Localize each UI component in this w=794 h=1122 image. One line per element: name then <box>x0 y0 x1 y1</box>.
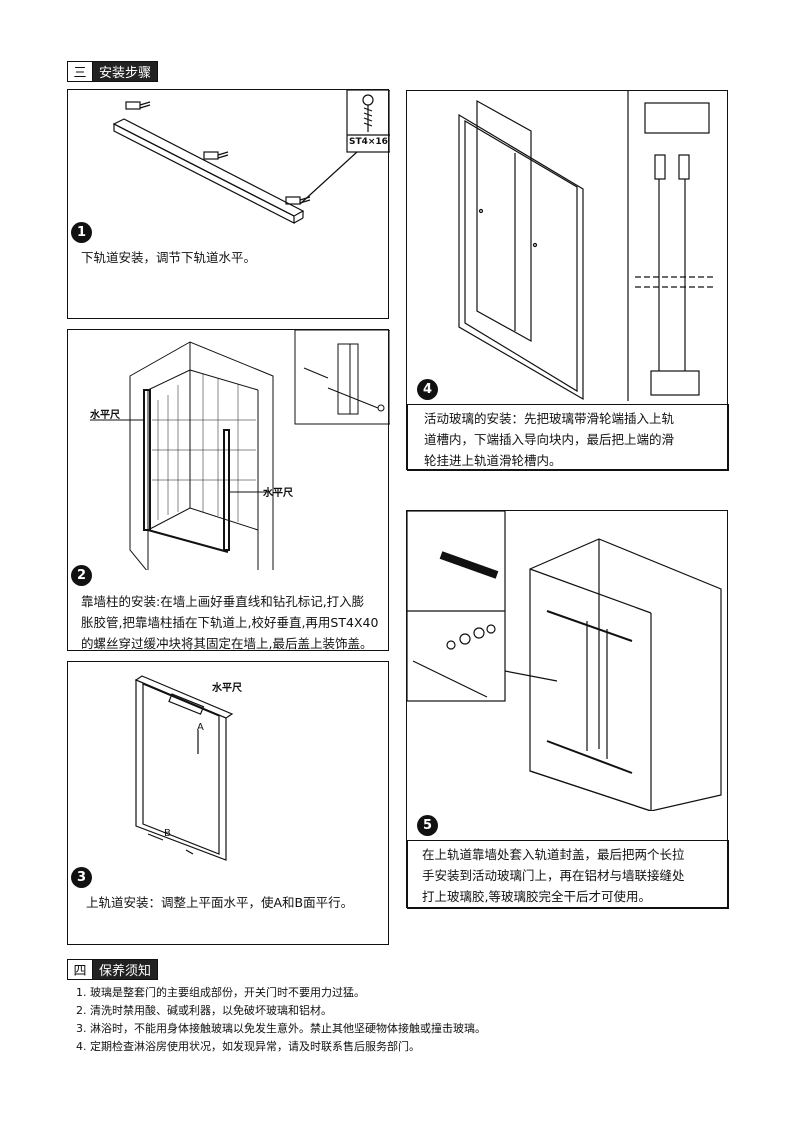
step-5-badge: 5 <box>417 815 438 836</box>
section-header-install: 三 安装步骤 <box>67 61 159 82</box>
step-3-text: 上轨道安装：调整上平面水平，使A和B面平行。 <box>86 895 354 910</box>
wall-post-illustration <box>90 330 390 570</box>
step-5-panel: 5 在上轨道靠墙处套入轨道封盖，最后把两个长拉 手安装到活动玻璃门上，再在铝材与… <box>406 510 729 909</box>
care-notes-list: 1. 玻璃是整套门的主要组成部份，开关门时不要用力过猛。 2. 清洗时禁用酸、碱… <box>76 984 486 1056</box>
care-note: 3. 淋浴时，不能用身体接触玻璃以免发生意外。禁止其他坚硬物体接触或撞击玻璃。 <box>76 1022 486 1035</box>
care-note: 1. 玻璃是整套门的主要组成部份，开关门时不要用力过猛。 <box>76 986 365 999</box>
step-2-panel: 水平尺 水平尺 2 靠墙柱的安装:在墙上画好垂直线和钻孔标记,打入膨 胀胶管,把… <box>67 329 390 654</box>
section-number: 四 <box>68 960 93 979</box>
step-2-line: 胀胶管,把靠墙柱插在下轨道上,校好垂直,再用ST4X40 <box>81 615 379 630</box>
section-number: 三 <box>68 62 93 81</box>
bottom-track-illustration <box>112 90 390 224</box>
level-label: 水平尺 <box>212 683 242 694</box>
step-1-badge: 1 <box>71 222 92 243</box>
top-track-illustration <box>134 675 234 861</box>
step-5-caption <box>407 840 729 909</box>
handle-seal-illustration <box>407 511 722 811</box>
section-title: 安装步骤 <box>93 62 158 81</box>
step-5-line: 打上玻璃胶,等玻璃胶完全干后才可使用。 <box>422 889 651 904</box>
sliding-glass-illustration <box>458 91 713 401</box>
care-note: 2. 清洗时禁用酸、碱或利器，以免破坏玻璃和铝材。 <box>76 1004 332 1017</box>
step-4-panel: 4 活动玻璃的安装：先把玻璃带滑轮端插入上轨 道槽内，下端插入导向块内，最后把上… <box>406 90 729 471</box>
step-1-text: 下轨道安装，调节下轨道水平。 <box>81 250 257 265</box>
level-label-right: 水平尺 <box>263 488 293 499</box>
step-2-text: 靠墙柱的安装:在墙上画好垂直线和钻孔标记,打入膨 胀胶管,把靠墙柱插在下轨道上,… <box>81 591 378 654</box>
step-4-badge: 4 <box>417 379 438 400</box>
step-3-badge: 3 <box>71 867 92 888</box>
step-4-line: 道槽内，下端插入导向块内，最后把上端的滑 <box>424 432 675 447</box>
step-4-text: 活动玻璃的安装：先把玻璃带滑轮端插入上轨 道槽内，下端插入导向块内，最后把上端的… <box>424 408 674 471</box>
step-4-line: 活动玻璃的安装：先把玻璃带滑轮端插入上轨 <box>424 411 675 426</box>
section-title: 保养须知 <box>93 960 158 979</box>
section-header-care: 四 保养须知 <box>67 959 159 980</box>
step-3-panel: 水平尺 A B 3 上轨道安装：调整上平面水平，使A和B面平行。 <box>67 661 389 945</box>
step-2-line: 靠墙柱的安装:在墙上画好垂直线和钻孔标记,打入膨 <box>81 594 365 609</box>
level-label-left: 水平尺 <box>90 410 120 421</box>
step-5-line: 在上轨道靠墙处套入轨道封盖，最后把两个长拉 <box>422 847 685 862</box>
step-4-caption <box>407 404 729 471</box>
step-1-panel: ST4×16 1 下轨道安装，调节下轨道水平。 <box>67 89 390 319</box>
step-4-line: 轮挂进上轨道滑轮槽内。 <box>424 453 562 468</box>
step-2-badge: 2 <box>71 565 92 586</box>
step-5-line: 手安装到活动玻璃门上，再在铝材与墙联接缝处 <box>422 868 685 883</box>
screw-spec-label: ST4×16 <box>349 137 388 147</box>
mark-b: B <box>164 828 171 839</box>
step-5-text: 在上轨道靠墙处套入轨道封盖，最后把两个长拉 手安装到活动玻璃门上，再在铝材与墙联… <box>422 844 685 907</box>
care-note: 4. 定期检查淋浴房使用状况，如发现异常，请及时联系售后服务部门。 <box>76 1040 420 1053</box>
mark-a: A <box>197 722 204 733</box>
step-2-line: 的螺丝穿过缓冲块将其固定在墙上,最后盖上装饰盖。 <box>81 636 373 651</box>
